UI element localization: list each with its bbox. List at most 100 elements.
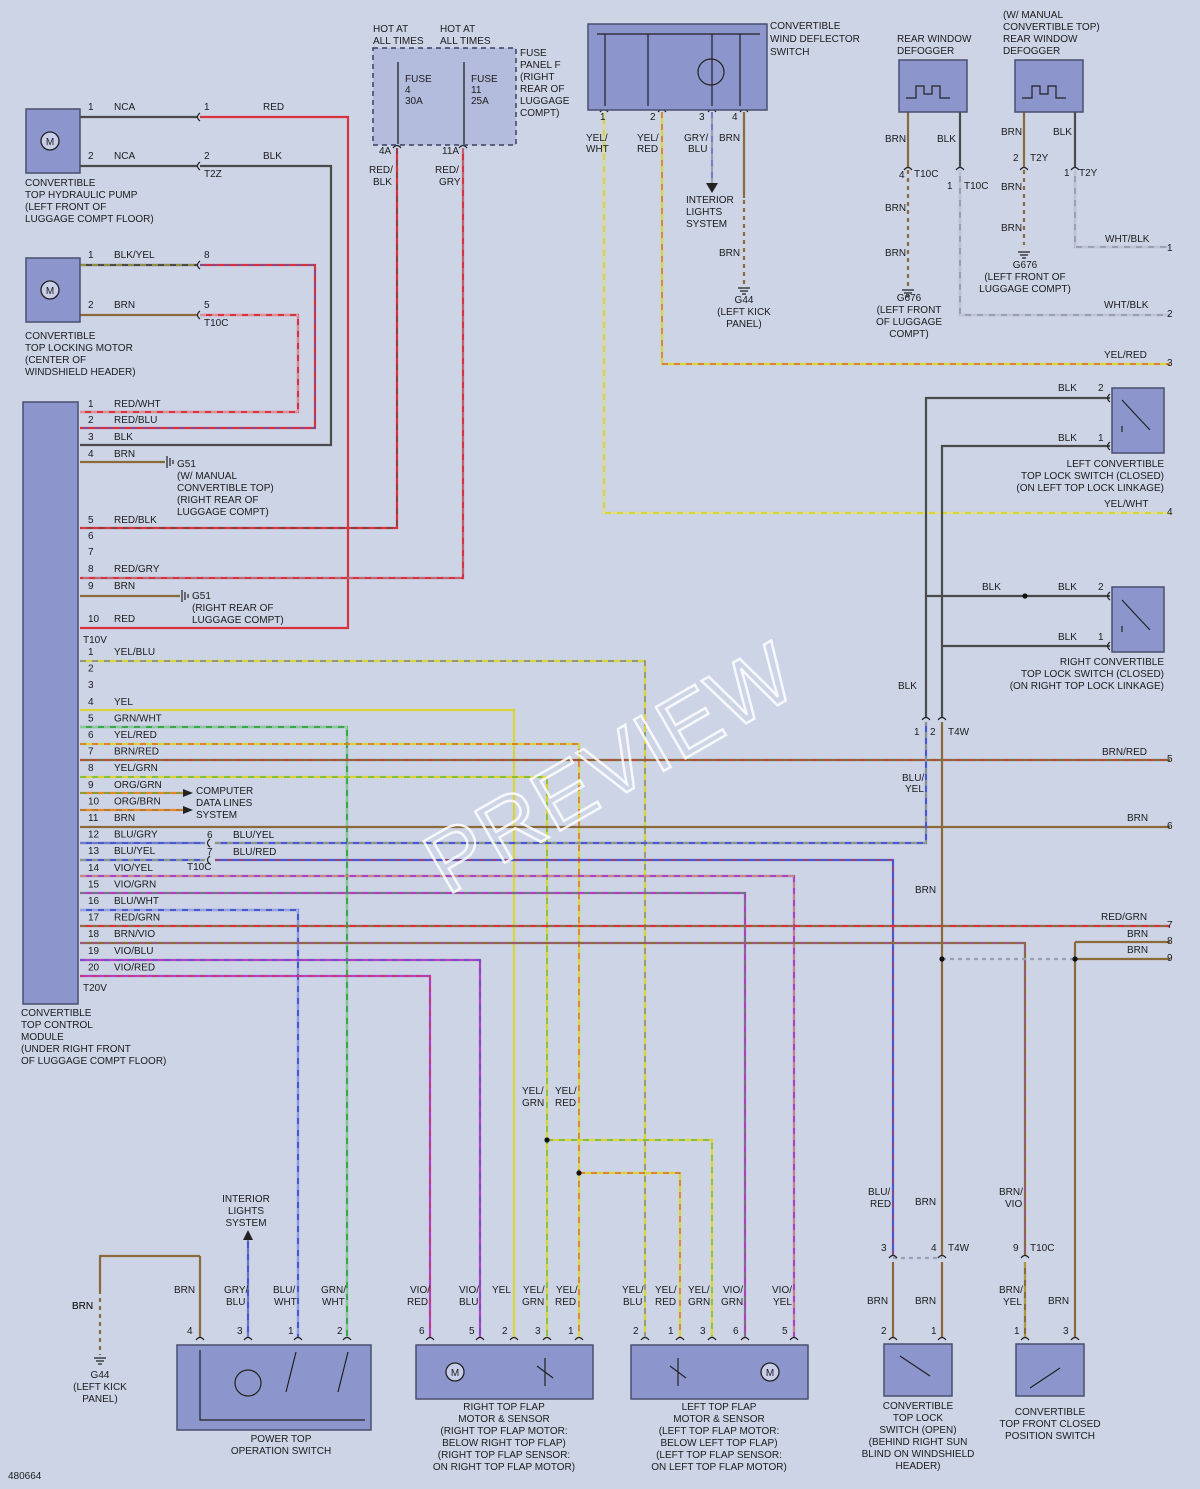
- wire-label: 3: [699, 112, 705, 123]
- red-gry-wire: [80, 148, 465, 580]
- pin-wire-color: VIO/GRN: [114, 879, 156, 890]
- splice-dot: [1022, 593, 1028, 599]
- pin-number: 3: [88, 680, 94, 691]
- wire-label: 3: [700, 1326, 706, 1337]
- red-blk-wire: [80, 148, 399, 530]
- pin-number: 8: [88, 763, 94, 774]
- connector-mark: [640, 1336, 650, 1341]
- connector-mark: [888, 1254, 898, 1259]
- pin-number: 18: [88, 929, 100, 940]
- pin-wire-color: BRN/RED: [114, 747, 159, 758]
- pin-wire-color: BLK: [114, 432, 133, 443]
- connector-mark: [509, 1336, 519, 1341]
- wire-label: YEL/: [622, 1285, 644, 1296]
- red-blk-wire-stripe: [80, 148, 398, 529]
- top_lock_sw-label: TOP LOCK: [893, 1413, 944, 1424]
- connector-mark: [1106, 393, 1111, 403]
- top_lock_sw-label: BLIND ON WINDSHIELD: [862, 1449, 975, 1460]
- wire-label: YEL/: [586, 133, 608, 144]
- g676a-label: G676: [897, 293, 922, 304]
- wire-label: 1: [288, 1326, 294, 1337]
- ground-icon: [181, 590, 189, 602]
- pin-wire-color: BRN: [114, 813, 135, 824]
- wire-label: BLK: [1053, 127, 1072, 138]
- ground-icon: [738, 287, 750, 295]
- blk-wire: [924, 396, 1110, 718]
- connector-mark: [1070, 1336, 1080, 1341]
- wire-label: 9: [1167, 953, 1173, 964]
- pin-number: 20: [88, 962, 100, 973]
- left_lock-label: (ON LEFT TOP LOCK LINKAGE): [1016, 483, 1164, 494]
- splice-dot: [1072, 956, 1078, 962]
- switch-arm: [1121, 599, 1151, 632]
- right_lock-label: RIGHT CONVERTIBLE: [1060, 657, 1164, 668]
- connector-id: T4W: [948, 727, 970, 738]
- connector-mark: [1019, 166, 1029, 171]
- wire-label: 8: [1167, 936, 1173, 947]
- wire-label: 3: [881, 1243, 887, 1254]
- g51b-label: LUGGAGE COMPT): [192, 615, 284, 626]
- g676a-label: OF LUGGAGE: [876, 317, 942, 328]
- heater-grid-icon: [1022, 85, 1066, 99]
- red-wire: [80, 115, 350, 630]
- pin-wire-color: RED/BLU: [114, 415, 157, 426]
- brn-wire: [98, 1254, 200, 1290]
- vio-yel-wire: [80, 874, 796, 1338]
- wire-label: BRN: [1127, 945, 1148, 956]
- pin-wire-color: YEL/BLU: [114, 647, 155, 658]
- pin-number: 8: [88, 564, 94, 575]
- wire-label: BLK/YEL: [114, 250, 155, 261]
- wire-label: 4: [732, 112, 738, 123]
- pin-number: 1: [88, 647, 94, 658]
- red-gry-wire-stripe: [80, 148, 464, 579]
- front_closed-label: POSITION SWITCH: [1005, 1431, 1095, 1442]
- wire-label: BLK: [1058, 582, 1077, 593]
- front_closed-label: CONVERTIBLE: [1015, 1407, 1086, 1418]
- module-label: CONVERTIBLE: [21, 1008, 92, 1019]
- yel-blu-wire-stripe: [80, 660, 646, 1338]
- module-label: MODULE: [21, 1032, 64, 1043]
- wire-label: BLU: [459, 1297, 478, 1308]
- connector-mark: [243, 1336, 253, 1341]
- wire-label: 6: [419, 1326, 425, 1337]
- pin-number: 11: [88, 813, 99, 824]
- pin-number: 6: [88, 531, 94, 542]
- pin-number: 13: [88, 846, 100, 857]
- left_flap-label: ON LEFT TOP FLAP MOTOR): [651, 1462, 787, 1473]
- wire-label: BRN: [915, 1197, 936, 1208]
- pin-wire-color: BRN: [114, 581, 135, 592]
- wire-label: YEL: [773, 1297, 792, 1308]
- pin-wire-color: RED/BLK: [114, 515, 157, 526]
- defogger2-label: CONVERTIBLE TOP): [1003, 22, 1100, 33]
- g51a-label: (RIGHT REAR OF: [177, 495, 258, 506]
- connector-mark: [903, 166, 913, 171]
- fuse11-label: FUSE: [471, 74, 498, 85]
- lock_motor-label: (CENTER OF: [25, 355, 86, 366]
- connector-mark: [1106, 591, 1111, 601]
- hot2-label: HOT AT: [440, 24, 475, 35]
- wire-label: BLK: [1058, 383, 1077, 394]
- wire-label: BRN: [867, 1296, 888, 1307]
- right-flap-motor-icon-glyph: M: [451, 1368, 459, 1379]
- wire-label: YEL/: [523, 1285, 545, 1296]
- wire-label: 2: [633, 1326, 639, 1337]
- computer-label: DATA LINES: [196, 798, 253, 809]
- wire-label: WHT: [322, 1297, 345, 1308]
- wire-label: 1: [947, 181, 953, 192]
- module-label: TOP CONTROL: [21, 1020, 93, 1031]
- wire-label: BRN: [885, 248, 906, 259]
- fuse4-label: FUSE: [405, 74, 432, 85]
- wire-label: BLK: [263, 151, 282, 162]
- indicator-lamp-icon: [697, 58, 725, 86]
- wire-label: YEL/: [522, 1086, 544, 1097]
- wire-label: BLU/YEL: [233, 830, 275, 841]
- wire-label: 11A: [442, 146, 459, 157]
- brn-vio-wire-stripe: [80, 942, 1026, 1255]
- wire-label: NCA: [114, 102, 135, 113]
- connector-mark: [1070, 166, 1080, 171]
- vio-red-wire-stripe: [80, 975, 431, 1338]
- g51a-label: G51: [177, 459, 196, 470]
- right_lock-label: (ON RIGHT TOP LOCK LINKAGE): [1010, 681, 1164, 692]
- connector-mark: [196, 112, 201, 122]
- connector-mark: [392, 144, 402, 149]
